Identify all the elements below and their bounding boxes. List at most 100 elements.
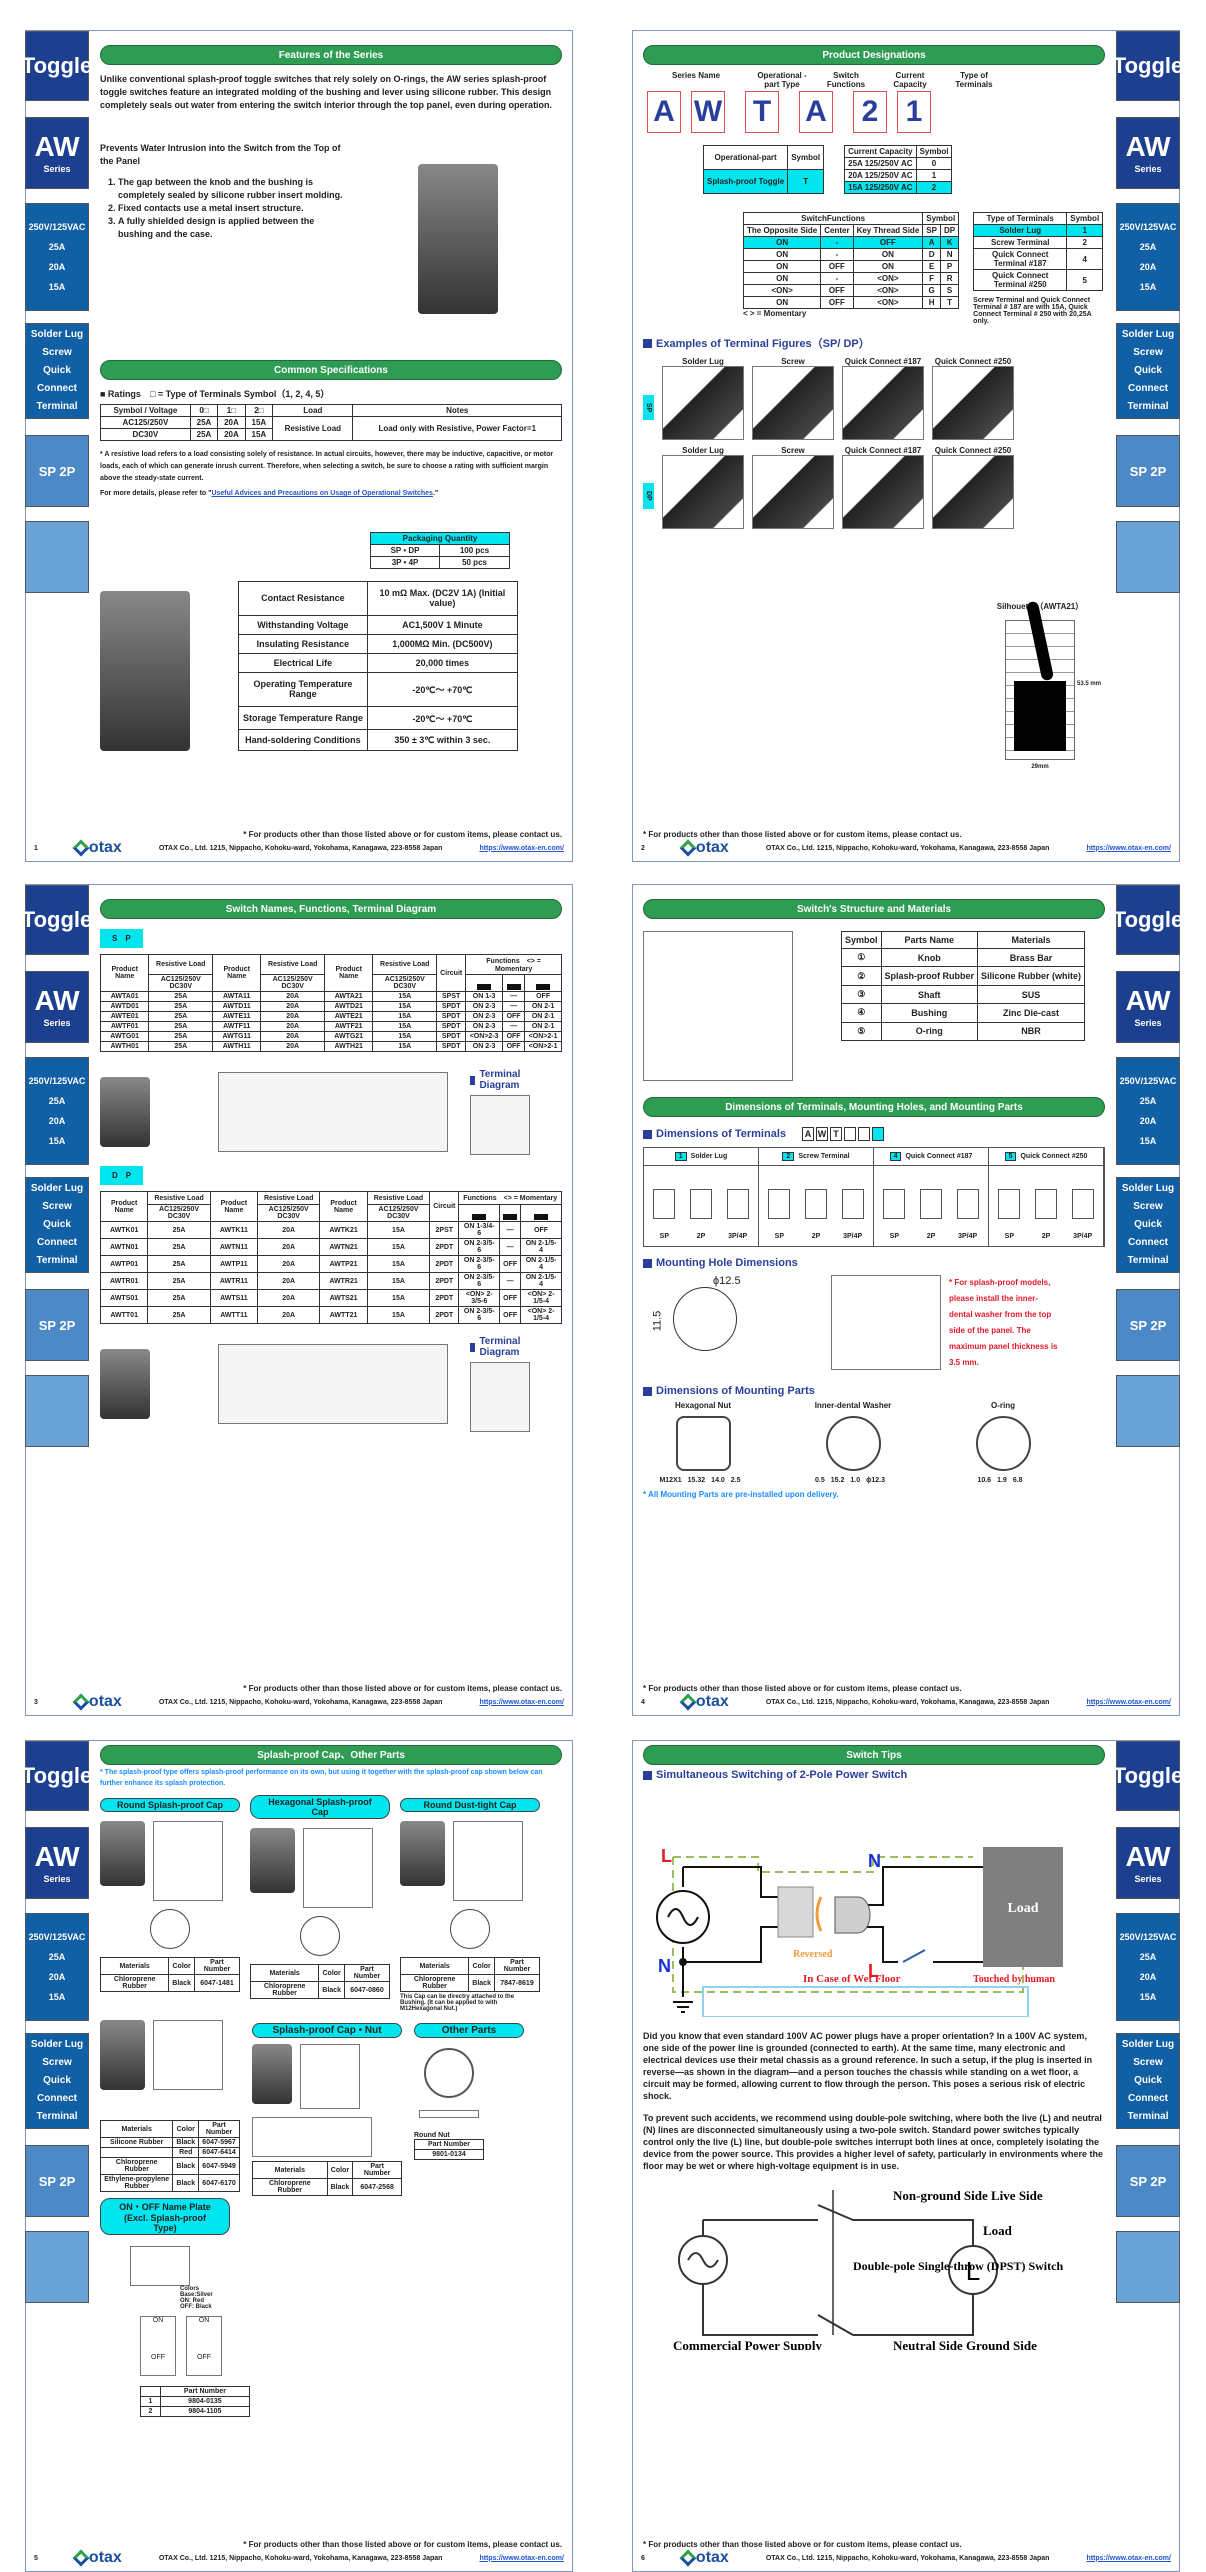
precautions-link[interactable]: Useful Advices and Precautions on Usage … bbox=[211, 490, 433, 497]
sidebar-tab-toggle[interactable]: Toggle bbox=[22, 31, 92, 101]
part-name: Inner-dental Washer bbox=[814, 1401, 892, 1410]
td: AWTG01 bbox=[99, 1031, 150, 1042]
sidebar-tab-blank[interactable] bbox=[25, 521, 89, 593]
cap-nut-drawing bbox=[300, 2044, 360, 2109]
sidebar-tab-toggle[interactable]: Toggle bbox=[1113, 885, 1183, 955]
sidebar-tab-ratings[interactable]: 250V/125VAC 25A 20A 15A bbox=[1116, 203, 1180, 311]
td: <ON> bbox=[852, 284, 924, 297]
td: 25A bbox=[147, 1289, 211, 1307]
company-url[interactable]: https://www.otax-en.com/ bbox=[1086, 844, 1171, 852]
terminal-example: Quick Connect #187 bbox=[842, 446, 924, 529]
td: AWTR21 bbox=[319, 1272, 368, 1290]
logo-text: otax bbox=[88, 839, 122, 856]
sidebar-tab-terminals[interactable]: Solder Lug Screw Quick Connect Terminal bbox=[25, 1177, 89, 1273]
series-label: Series bbox=[43, 1017, 71, 1028]
spec-name: Hand-soldering Conditions bbox=[238, 729, 368, 751]
td: A bbox=[922, 236, 941, 249]
td: NBR bbox=[977, 1021, 1086, 1042]
sidebar-tab-terminals[interactable]: Solder Lug Screw Quick Connect Terminal bbox=[25, 323, 89, 419]
terminal-example: Screw bbox=[752, 446, 834, 529]
td: AWTE11 bbox=[212, 1011, 262, 1022]
np-off: OFF bbox=[197, 2354, 211, 2361]
round-nut-side-drawing bbox=[419, 2110, 479, 2118]
sidebar-tab-blank[interactable] bbox=[25, 1375, 89, 1447]
sidebar-tab-ratings[interactable]: 250V/125VAC 25A 20A 15A bbox=[25, 1913, 89, 2021]
pole-label: 2P bbox=[811, 1233, 821, 1240]
td: Zinc Die-cast bbox=[977, 1003, 1086, 1023]
sidebar-tab-ratings[interactable]: 250V/125VAC 25A 20A 15A bbox=[25, 203, 89, 311]
pole-drawing: 3P/4P bbox=[1071, 1189, 1094, 1240]
sidebar-tab-poles[interactable]: SP 2P bbox=[1116, 435, 1180, 507]
sidebar-tab-poles[interactable]: SP 2P bbox=[25, 2145, 89, 2217]
sidebar-tab-toggle[interactable]: Toggle bbox=[1113, 1741, 1183, 1811]
sidebar-tab-blank[interactable] bbox=[1116, 2231, 1180, 2303]
sidebar-tab-poles[interactable]: SP 2P bbox=[25, 435, 89, 507]
sidebar-tab-blank[interactable] bbox=[1116, 521, 1180, 593]
sidebar-tab-terminals[interactable]: Solder Lug Screw Quick Connect Terminal bbox=[25, 2033, 89, 2129]
page-number: 1 bbox=[34, 844, 38, 852]
code-box: T bbox=[830, 1127, 842, 1141]
pole-label: 2P bbox=[696, 1233, 706, 1240]
sidebar-tab-blank[interactable] bbox=[25, 2231, 89, 2303]
td: Black bbox=[168, 1974, 195, 1992]
sidebar-tab-terminals[interactable]: Solder Lug Screw Quick Connect Terminal bbox=[1116, 1177, 1180, 1273]
td: AWTA11 bbox=[212, 991, 262, 1002]
table-row: 9801-0134 bbox=[414, 2149, 484, 2160]
cap-drawing bbox=[153, 1821, 223, 1901]
th: Resistive Load bbox=[147, 1191, 211, 1205]
terminal-name: Screw Terminal bbox=[798, 1153, 850, 1160]
td: ON 2-3/5-6 bbox=[458, 1272, 501, 1290]
sidebar-toggle-label: Toggle bbox=[1112, 53, 1184, 78]
sidebar-tab-toggle[interactable]: Toggle bbox=[22, 1741, 92, 1811]
sidebar-tab-poles[interactable]: SP 2P bbox=[25, 1289, 89, 1361]
terminal-qc: Quick Connect bbox=[1128, 1219, 1168, 1248]
otax-logo: otax bbox=[72, 2549, 122, 2567]
sidebar-tab-poles[interactable]: SP 2P bbox=[1116, 1289, 1180, 1361]
td: 15A bbox=[244, 428, 274, 441]
label-neutral-plug: N bbox=[868, 1851, 881, 1871]
sidebar-tab-terminals[interactable]: Solder Lug Screw Quick Connect Terminal bbox=[1116, 323, 1180, 419]
switch-label: Double-pole Single-throw (DPST) Switch bbox=[853, 2259, 1063, 2273]
pole-drawing: 3P/4P bbox=[841, 1189, 864, 1240]
code-label: Operational -part Type bbox=[757, 71, 807, 89]
company-url[interactable]: https://www.otax-en.com/ bbox=[1086, 1698, 1171, 1706]
sidebar-tab-ratings[interactable]: 250V/125VAC 25A 20A 15A bbox=[1116, 1913, 1180, 2021]
company-url[interactable]: https://www.otax-en.com/ bbox=[479, 2554, 564, 2562]
company-url[interactable]: https://www.otax-en.com/ bbox=[479, 844, 564, 852]
wet-floor-label: In Case of Wet Floor bbox=[803, 1973, 901, 1985]
pole-drawing: 2P bbox=[689, 1189, 712, 1240]
sidebar-tab-ratings[interactable]: 250V/125VAC 25A 20A 15A bbox=[1116, 1057, 1180, 1165]
logo-text: otax bbox=[695, 839, 729, 856]
sidebar-tab-terminals[interactable]: Solder Lug Screw Quick Connect Terminal bbox=[1116, 2033, 1180, 2129]
part-name: O-ring bbox=[991, 1401, 1015, 1410]
td: AWTS11 bbox=[209, 1289, 258, 1307]
otax-diamond-icon bbox=[679, 2549, 697, 2567]
company-url[interactable]: https://www.otax-en.com/ bbox=[479, 1698, 564, 1706]
sidebar-tab-poles[interactable]: SP 2P bbox=[1116, 2145, 1180, 2217]
sidebar-tab-toggle[interactable]: Toggle bbox=[22, 885, 92, 955]
sidebar-tab-ratings[interactable]: 250V/125VAC 25A 20A 15A bbox=[25, 1057, 89, 1165]
pole-box bbox=[956, 1189, 979, 1219]
company-url[interactable]: https://www.otax-en.com/ bbox=[1086, 2554, 1171, 2562]
td: Black bbox=[172, 2137, 200, 2148]
sidebar-tab-blank[interactable] bbox=[1116, 1375, 1180, 1447]
td: 2PDT bbox=[429, 1289, 460, 1307]
th: AC125/250V DC30V bbox=[147, 1204, 211, 1222]
td: Silicone Rubber bbox=[99, 2137, 174, 2148]
sidebar-tab-toggle[interactable]: Toggle bbox=[1112, 31, 1184, 101]
